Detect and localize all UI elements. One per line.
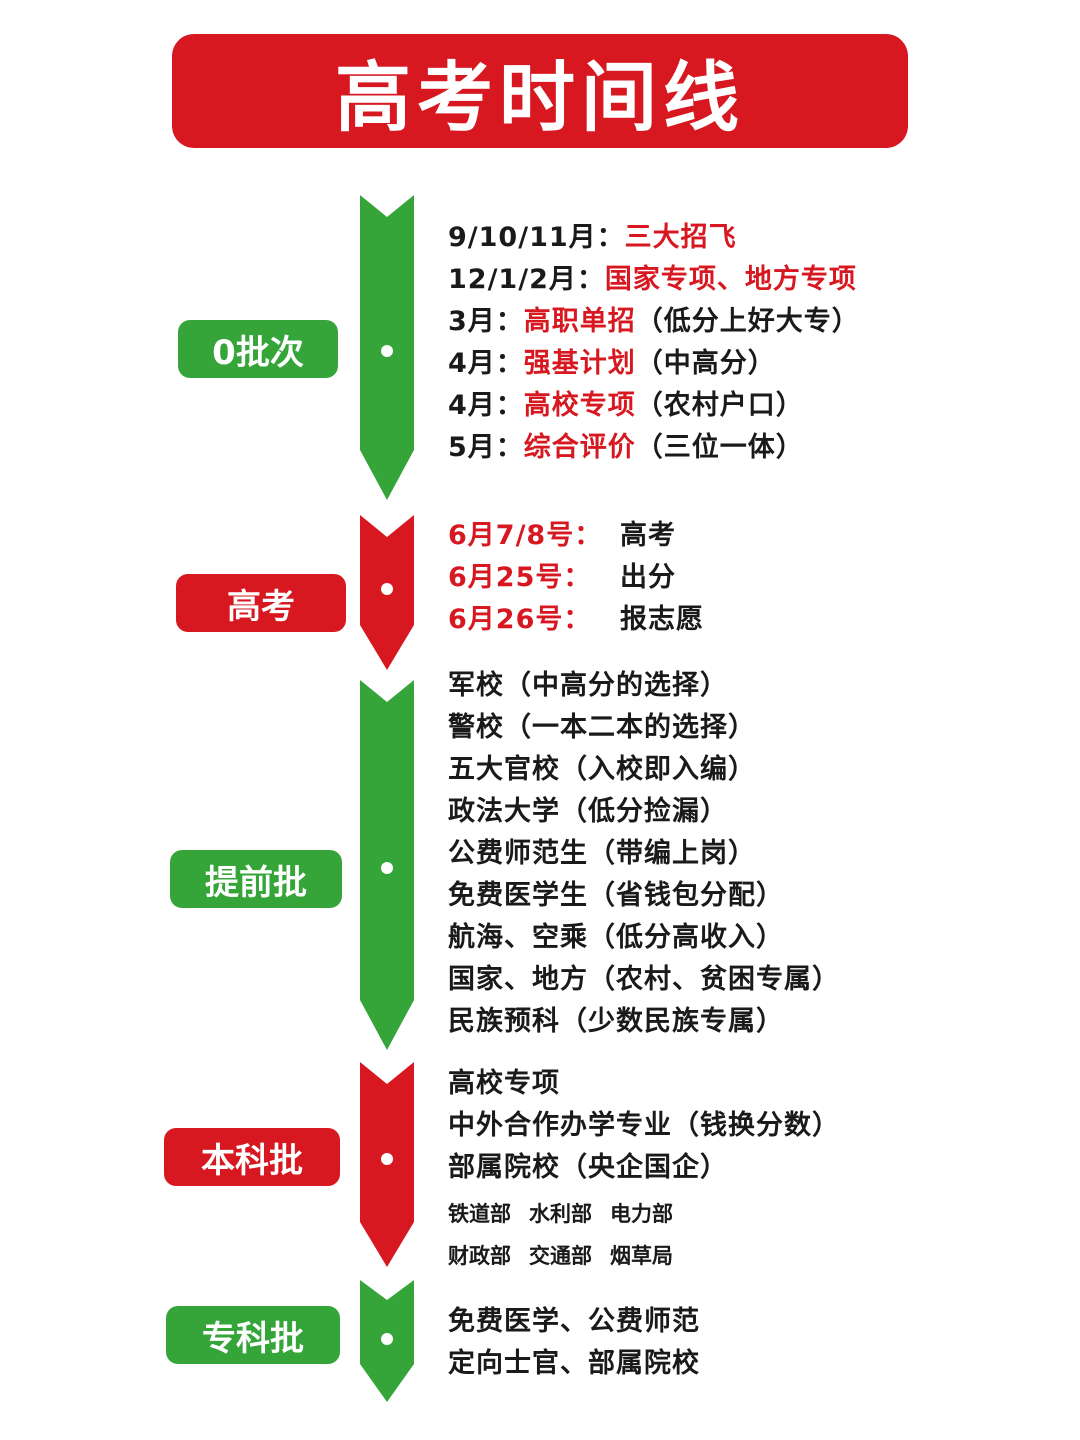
event-text: 出分 (620, 562, 676, 593)
batch0-line: 3月：高职单招（低分上好大专） (448, 306, 860, 338)
date-text: 5月： (448, 432, 524, 463)
undergrad-line: 中外合作办学专业（钱换分数） (448, 1110, 840, 1141)
batch0-line: 4月：高校专项（农村户口） (448, 390, 804, 422)
early-batch-line: 航海、空乘（低分高收入） (448, 922, 784, 953)
timeline-arrow-green (360, 680, 414, 1050)
early-batch-line: 警校（一本二本的选择） (448, 712, 756, 743)
gaokao-line: 6月7/8号： 高考 (448, 520, 676, 552)
batch0-line: 5月：综合评价（三位一体） (448, 432, 804, 464)
early-batch-line: 政法大学（低分捡漏） (448, 796, 728, 827)
timeline-arrow-green (360, 1280, 414, 1402)
department-item: 电力部 (610, 1202, 673, 1226)
department-item: 交通部 (529, 1244, 592, 1268)
highlight-text: 高校专项 (523, 390, 636, 421)
timeline-arrow-red (360, 515, 414, 670)
section-label-junior-college: 专科批 (166, 1306, 340, 1364)
early-batch-line: 公费师范生（带编上岗） (448, 838, 756, 869)
junior-college-line: 定向士官、部属院校 (448, 1348, 700, 1379)
date-text: 3月： (448, 306, 524, 337)
date-text: 6月25号： (448, 562, 592, 593)
section-label-batch0: 0批次 (178, 320, 338, 378)
department-row: 财政部交通部烟草局 (448, 1240, 691, 1272)
note-text: （中高分） (635, 348, 776, 379)
early-batch-line: 国家、地方（农村、贫困专属） (448, 964, 840, 995)
section-label-early-batch: 提前批 (170, 850, 342, 908)
date-text: 4月： (448, 390, 524, 421)
early-batch-line: 民族预科（少数民族专属） (448, 1006, 784, 1037)
early-batch-line: 免费医学生（省钱包分配） (448, 880, 784, 911)
date-text: 9/10/11月： (448, 222, 625, 253)
note-text: （三位一体） (635, 432, 804, 463)
timeline-arrow-red (360, 1062, 414, 1267)
event-text: 高考 (620, 520, 676, 551)
batch0-line: 12/1/2月：国家专项、地方专项 (448, 264, 857, 296)
date-text: 4月： (448, 348, 524, 379)
event-text: 报志愿 (620, 604, 704, 635)
date-text: 6月7/8号： (448, 520, 603, 551)
highlight-text: 国家专项、地方专项 (604, 264, 857, 295)
undergrad-line: 高校专项 (448, 1068, 560, 1099)
timeline-arrow-green (360, 195, 414, 500)
junior-college-line: 免费医学、公费师范 (448, 1306, 700, 1337)
batch0-line: 4月：强基计划（中高分） (448, 348, 776, 380)
highlight-text: 三大招飞 (624, 222, 737, 253)
highlight-text: 高职单招 (523, 306, 636, 337)
date-text: 6月26号： (448, 604, 592, 635)
department-item: 铁道部 (448, 1202, 511, 1226)
note-text: （低分上好大专） (635, 306, 860, 337)
early-batch-line: 五大官校（入校即入编） (448, 754, 756, 785)
note-text: （农村户口） (635, 390, 804, 421)
section-label-gaokao: 高考 (176, 574, 346, 632)
section-label-undergrad: 本科批 (164, 1128, 340, 1186)
highlight-text: 综合评价 (523, 432, 636, 463)
gaokao-line: 6月25号： 出分 (448, 562, 676, 594)
date-text: 12/1/2月： (448, 264, 605, 295)
department-row: 铁道部水利部电力部 (448, 1198, 691, 1230)
undergrad-line: 部属院校（央企国企） (448, 1152, 728, 1183)
batch0-line: 9/10/11月：三大招飞 (448, 222, 737, 254)
early-batch-line: 军校（中高分的选择） (448, 670, 728, 701)
gaokao-line: 6月26号： 报志愿 (448, 604, 704, 636)
department-item: 水利部 (529, 1202, 592, 1226)
page-title: 高考时间线 (172, 34, 908, 148)
department-item: 财政部 (448, 1244, 511, 1268)
highlight-text: 强基计划 (523, 348, 636, 379)
department-item: 烟草局 (610, 1244, 673, 1268)
